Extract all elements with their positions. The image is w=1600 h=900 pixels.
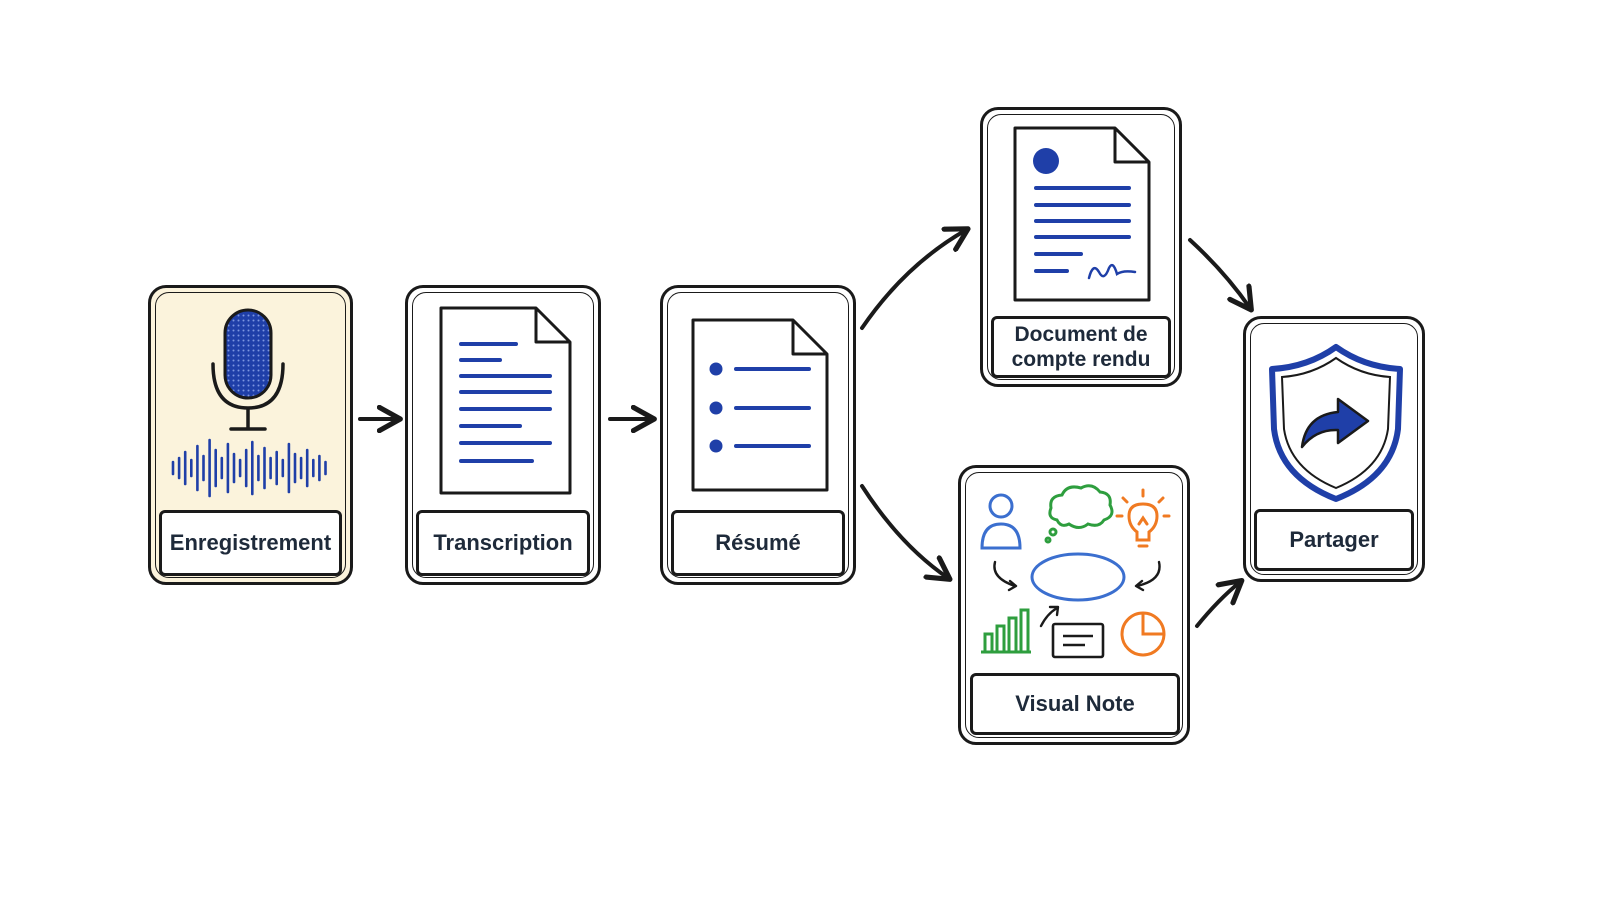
person-icon — [980, 493, 1022, 550]
visual-note-icon — [980, 484, 1171, 659]
edge-summary-report — [860, 230, 966, 330]
node-summary-label: Résumé — [671, 510, 845, 576]
node-recording: Enregistrement — [148, 285, 353, 585]
node-visual-note: Visual Note — [958, 465, 1190, 745]
central-idea-oval — [1030, 552, 1126, 602]
bar-chart-icon — [981, 608, 1031, 654]
node-report: Document de compte rendu — [980, 107, 1182, 387]
node-transcription-label: Transcription — [416, 510, 590, 576]
signed-document-icon — [1013, 126, 1151, 302]
node-summary: Résumé — [660, 285, 856, 585]
note-card-icon — [1051, 622, 1105, 659]
node-share: Partager — [1243, 316, 1425, 582]
thought-cloud-icon — [1044, 484, 1114, 544]
node-visual-note-label: Visual Note — [970, 673, 1180, 735]
node-share-label: Partager — [1254, 509, 1414, 571]
lightbulb-icon — [1115, 488, 1171, 548]
edge-summary-visualnote — [860, 484, 948, 578]
edge-report-share — [1188, 238, 1250, 308]
node-report-label: Document de compte rendu — [991, 316, 1171, 378]
bullet-list-document-icon — [691, 318, 829, 492]
shield-share-icon — [1269, 344, 1403, 502]
node-recording-label: Enregistrement — [159, 510, 342, 576]
microphone-waveform-icon — [171, 308, 327, 498]
edge-visualnote-share — [1195, 582, 1240, 628]
pie-chart-icon — [1120, 611, 1166, 657]
text-document-icon — [439, 306, 572, 495]
node-transcription: Transcription — [405, 285, 601, 585]
